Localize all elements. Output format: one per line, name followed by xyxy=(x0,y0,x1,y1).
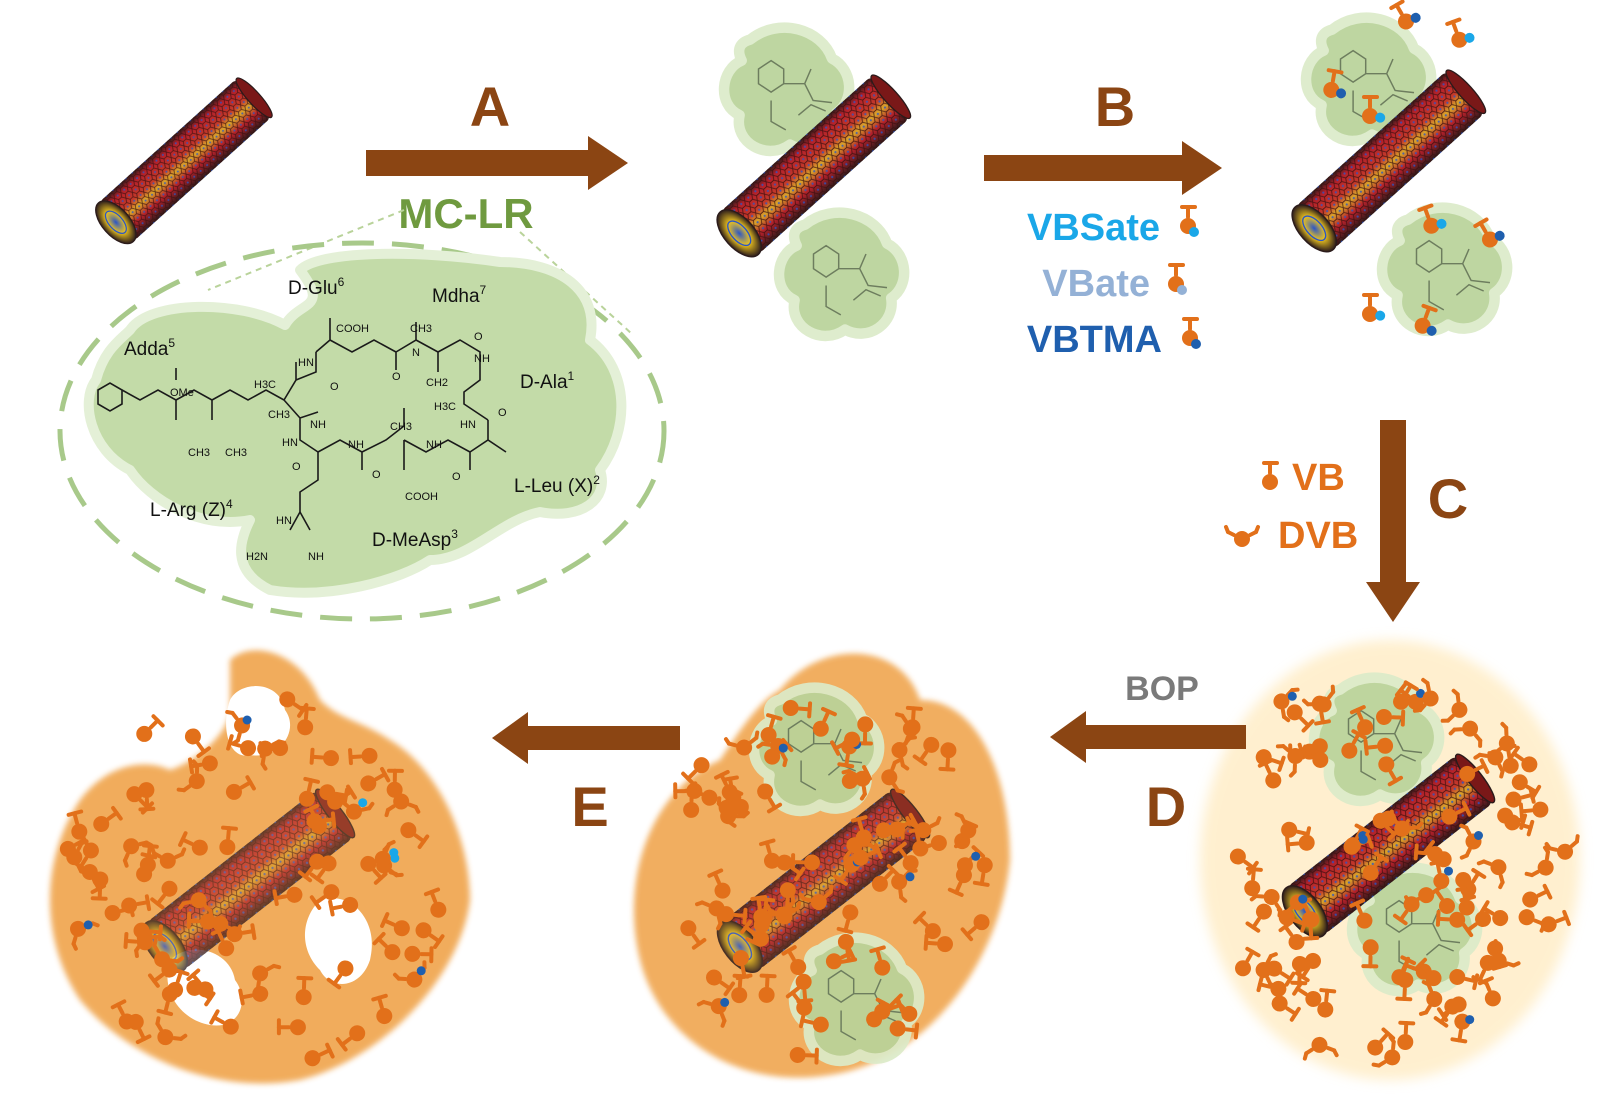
functional-group-dot xyxy=(1416,688,1425,698)
step-label-b: B xyxy=(1095,75,1135,138)
functional-group-dot xyxy=(778,743,788,753)
monomer-cloud-p5 xyxy=(673,697,996,1063)
monomer-cloud-p6 xyxy=(55,686,451,1071)
residue-lleu: L-Leu (X)2 xyxy=(514,473,600,497)
functional-group-dot xyxy=(416,966,426,976)
template-molecule-bottom xyxy=(779,213,904,336)
mclr-structure-bonds xyxy=(97,318,507,531)
atom-label: H2N xyxy=(246,551,268,563)
atom-label: COOH xyxy=(405,491,438,503)
residue-dglu: D-Glu6 xyxy=(288,275,345,299)
monomer-label-vbtma: VBTMA xyxy=(1027,319,1162,361)
residue-larg: L-Arg (Z)4 xyxy=(150,497,233,521)
atom-label: HN xyxy=(298,357,314,369)
crosslinker-label-vb: VB xyxy=(1292,457,1345,499)
atom-label: HN xyxy=(460,419,476,431)
vbtma-icon xyxy=(1180,317,1201,349)
atom-label: CH3 xyxy=(188,447,210,459)
functional-group-dot xyxy=(358,798,368,808)
atom-label: H3C xyxy=(254,379,276,391)
atom-label: O xyxy=(392,371,401,383)
atom-label: CH3 xyxy=(225,447,247,459)
vbsate-icon xyxy=(1178,205,1199,237)
structure-atom-labels: COOH COOH OMe CH3 CH3 CH3 CH3 CH2 H3C H3… xyxy=(170,323,507,563)
atom-label: COOH xyxy=(336,323,369,335)
monomer-label-vbsate: VBSate xyxy=(1027,207,1160,249)
atom-label: CH3 xyxy=(268,409,290,421)
residue-labels: Adda5 D-Glu6 Mdha7 D-Ala1 L-Leu (X)2 D-M… xyxy=(124,275,600,551)
reagent-label-bop: BOP xyxy=(1125,670,1199,708)
functional-monomer-legend: VBSate VBate VBTMA xyxy=(1027,205,1201,361)
atom-label: NH xyxy=(426,439,442,451)
functional-group-dot xyxy=(242,715,252,725)
prepolymer-complex xyxy=(1200,640,1580,1080)
functional-group-dot xyxy=(905,872,915,882)
bare-nanotube xyxy=(87,73,277,252)
atom-label: NH xyxy=(348,439,364,451)
atom-label: HN xyxy=(276,515,292,527)
step-label-d: D xyxy=(1146,775,1186,838)
bound-monomer xyxy=(1350,288,1390,329)
functional-group-dot xyxy=(83,920,93,930)
dvb-icon xyxy=(1224,525,1260,549)
polymerized-mip-with-template xyxy=(633,653,1010,1078)
crosslinker-label-dvb: DVB xyxy=(1278,515,1358,557)
atom-label: NH xyxy=(474,353,490,365)
atom-label: CH3 xyxy=(410,323,432,335)
atom-label: CH3 xyxy=(390,421,412,433)
functional-group-dot xyxy=(1474,831,1483,840)
bound-monomer xyxy=(1437,14,1479,56)
residue-mdha: Mdha7 xyxy=(432,283,487,307)
functional-group-dot xyxy=(971,851,981,861)
arrow-step-a xyxy=(366,136,628,190)
arrow-step-e xyxy=(492,712,680,764)
mclr-structure-backdrop xyxy=(83,248,627,598)
functional-group-dot xyxy=(389,848,399,858)
imprinted-polymer-with-cavities xyxy=(50,650,470,1084)
vb-molecule xyxy=(182,725,211,756)
vb-icon xyxy=(1260,461,1280,492)
atom-label: O xyxy=(292,461,301,473)
residue-dmeasp: D-MeAsp3 xyxy=(372,527,458,551)
functional-group-dot xyxy=(1287,691,1297,701)
vbate-icon xyxy=(1166,263,1187,295)
template-label: MC-LR xyxy=(398,190,533,237)
atom-label: O xyxy=(474,331,483,343)
atom-label: NH xyxy=(310,419,326,431)
residue-adda: Adda5 xyxy=(124,336,175,360)
step-label-a: A xyxy=(470,75,510,138)
atom-label: O xyxy=(372,469,381,481)
residue-dala: D-Ala1 xyxy=(520,369,575,393)
functional-group-dot xyxy=(1444,866,1453,876)
arrow-step-d xyxy=(1050,711,1246,763)
atom-label: OMe xyxy=(170,387,194,399)
monomer-label-vbate: VBate xyxy=(1042,263,1150,305)
structure-callout-ellipse xyxy=(57,240,667,622)
atom-label: HN xyxy=(282,437,298,449)
atom-label: O xyxy=(452,471,461,483)
functional-group-dot xyxy=(720,997,730,1007)
atom-label: H3C xyxy=(434,401,456,413)
atom-label: N xyxy=(412,347,420,359)
atom-label: NH xyxy=(308,551,324,563)
atom-label: O xyxy=(498,407,507,419)
leader-line-left xyxy=(207,209,405,291)
functional-group-dot xyxy=(1298,894,1308,904)
leader-line-right xyxy=(519,231,633,335)
arrow-step-c xyxy=(1366,420,1420,622)
atom-label: O xyxy=(330,381,339,393)
step-label-e: E xyxy=(571,775,608,838)
arrow-step-b xyxy=(984,141,1222,195)
monomer-cloud-p4 xyxy=(1227,677,1585,1078)
step-label-c: C xyxy=(1428,467,1468,530)
crosslinker-legend: VB DVB xyxy=(1224,457,1358,557)
functional-group-dot xyxy=(1465,1015,1475,1025)
atom-label: CH2 xyxy=(426,377,448,389)
vb-molecule xyxy=(133,715,163,745)
functional-group-dot xyxy=(1358,834,1368,844)
